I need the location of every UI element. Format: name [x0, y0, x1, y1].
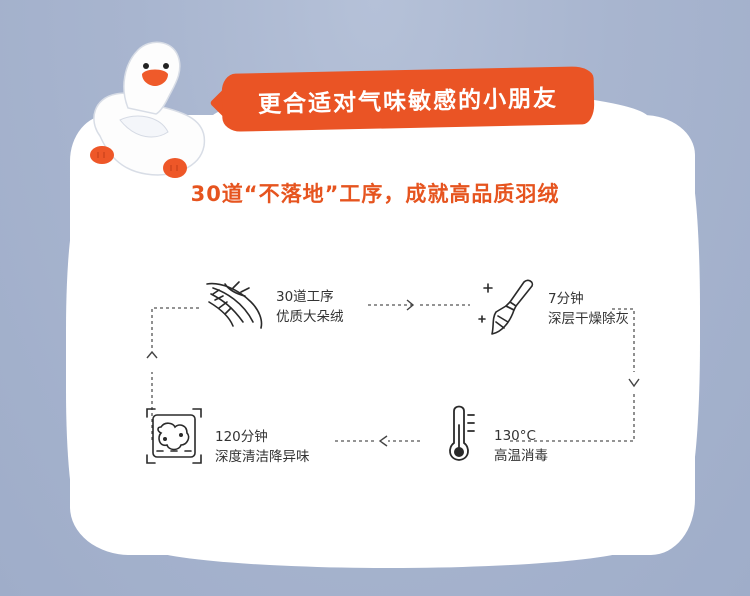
step-1-line2: 优质大朵绒	[276, 309, 344, 325]
step-2-line2: 深层干燥除灰	[548, 311, 629, 327]
feather-icon	[206, 281, 263, 329]
step-3-label: 130°C 高温消毒	[494, 426, 548, 466]
step-1-line1: 30道工序	[276, 289, 334, 305]
arrow-left-icon	[378, 435, 388, 447]
step-3-line2: 高温消毒	[494, 448, 548, 464]
brush-icon	[478, 279, 534, 335]
arrow-down-icon	[628, 378, 640, 388]
process-subtitle: 30道“不落地”工序，成就高品质羽绒	[190, 182, 560, 206]
duck-mascot-icon	[90, 41, 206, 178]
arrow-up-icon	[146, 350, 158, 359]
thermometer-icon	[449, 405, 475, 461]
step-4-label: 120分钟 深度清洁降异味	[215, 427, 310, 467]
step-4-line1: 120分钟	[215, 429, 268, 445]
step-1-label: 30道工序 优质大朵绒	[276, 287, 344, 327]
step-2-line1: 7分钟	[548, 291, 584, 307]
content-card	[70, 115, 695, 555]
step-3-line1: 130°C	[494, 428, 536, 444]
step-2-label: 7分钟 深层干燥除灰	[548, 289, 629, 329]
arrow-right-icon	[406, 299, 415, 311]
washing-icon	[146, 408, 202, 464]
step-4-line2: 深度清洁降异味	[215, 449, 310, 465]
